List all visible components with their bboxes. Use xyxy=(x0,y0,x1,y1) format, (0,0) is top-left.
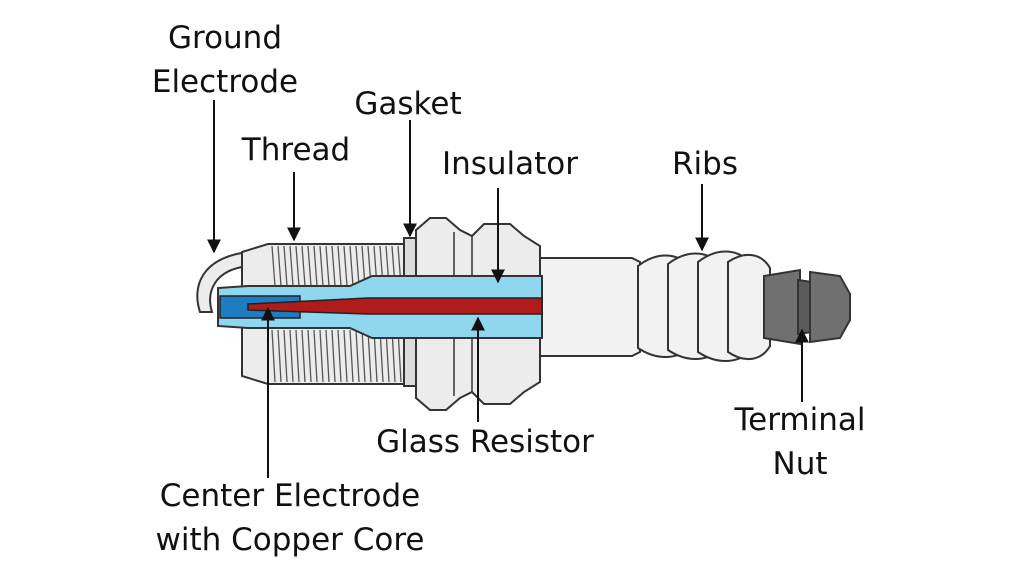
thread-ridge xyxy=(289,329,294,383)
thread-ridge xyxy=(319,245,324,287)
label-center-electrode-line1: Center Electrode xyxy=(159,478,421,514)
leader-lines xyxy=(207,100,809,478)
thread-ridge xyxy=(277,329,282,383)
label-terminal-nut-line2: Nut xyxy=(772,446,828,482)
thread-ridge xyxy=(343,245,348,287)
label-center-electrode: Center Electrode with Copper Core xyxy=(140,474,440,562)
thread-ridge xyxy=(277,245,282,287)
thread-ridge xyxy=(361,329,366,383)
thread-ridge xyxy=(325,245,330,287)
thread-ridge xyxy=(319,329,324,383)
thread-ridge xyxy=(271,329,276,383)
thread-ridge xyxy=(271,245,276,287)
thread-ridge xyxy=(355,329,360,383)
label-insulator: Insulator xyxy=(430,142,590,186)
label-glass-resistor: Glass Resistor xyxy=(360,420,610,464)
terminal-nut xyxy=(763,268,851,346)
thread-ridge xyxy=(313,245,318,287)
thread-ridge xyxy=(301,245,306,287)
thread-ridge xyxy=(331,245,336,287)
label-thread: Thread xyxy=(226,128,366,172)
thread-ridge xyxy=(349,329,354,383)
thread-ridge xyxy=(349,245,354,287)
label-insulator-text: Insulator xyxy=(441,146,579,182)
label-thread-text: Thread xyxy=(241,132,351,168)
thread-ridge xyxy=(283,329,288,383)
ground-electrode-hook xyxy=(196,250,249,313)
thread-ridge xyxy=(307,329,312,383)
upper-insulator xyxy=(539,257,641,357)
thread-ridge xyxy=(343,329,348,383)
thread-ridge xyxy=(331,329,336,383)
thread-ridge xyxy=(313,329,318,383)
thread-ridge xyxy=(355,245,360,287)
thread-ridge xyxy=(283,245,288,287)
thread-ridge xyxy=(301,329,306,383)
label-center-electrode-line2: with Copper Core xyxy=(155,522,425,558)
label-ground-electrode-line1: Ground xyxy=(167,20,283,56)
label-gasket-text: Gasket xyxy=(354,86,462,122)
label-glass-resistor-text: Glass Resistor xyxy=(376,424,594,460)
label-gasket: Gasket xyxy=(340,82,476,126)
thread-ridge xyxy=(295,245,300,287)
thread-ridge xyxy=(337,329,342,383)
thread-ridge xyxy=(325,329,330,383)
thread-ridge xyxy=(295,329,300,383)
thread-ridge xyxy=(289,245,294,287)
thread-ridge xyxy=(307,245,312,287)
label-terminal-nut-line1: Terminal xyxy=(734,402,866,438)
label-terminal-nut: Terminal Nut xyxy=(720,398,880,486)
ribs xyxy=(637,250,771,362)
label-ground-electrode-line2: Electrode xyxy=(151,64,299,100)
copper-core xyxy=(247,297,543,315)
label-ribs-text: Ribs xyxy=(672,146,738,182)
thread-ridge xyxy=(367,329,372,383)
label-ground-electrode: Ground Electrode xyxy=(140,16,310,104)
thread-ridge xyxy=(337,245,342,287)
label-ribs: Ribs xyxy=(660,142,750,186)
